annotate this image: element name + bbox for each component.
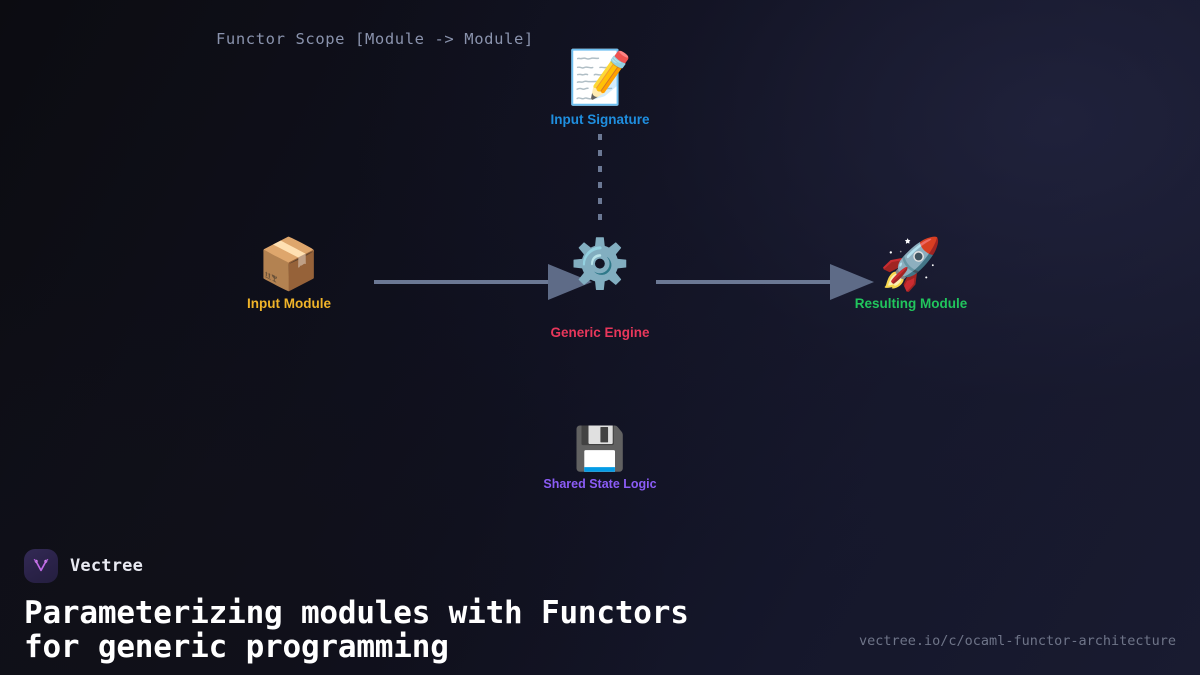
node-input-module[interactable]: 📦 Input Module xyxy=(189,239,389,312)
node-generic-engine-label: Generic Engine xyxy=(550,325,650,340)
vectree-logo-icon xyxy=(24,549,58,583)
package-box-icon: 📦 xyxy=(257,235,321,293)
node-input-signature-label: Input Signature xyxy=(550,112,650,127)
headline: Parameterizing modules with Functors for… xyxy=(24,596,689,664)
node-shared-state-logic[interactable]: 💾 Shared State Logic xyxy=(500,428,700,492)
functor-scope-title: Functor Scope [Module -> Module] xyxy=(216,30,534,48)
node-generic-engine[interactable]: ⚙️ Generic Engine xyxy=(500,240,700,341)
edge-engine-to-resulting-module xyxy=(656,264,874,300)
brand-name: Vectree xyxy=(70,556,144,576)
footer-url: vectree.io/c/ocaml-functor-architecture xyxy=(859,633,1176,649)
brand-row[interactable]: Vectree xyxy=(24,549,143,583)
node-input-signature[interactable]: 📝 Input Signature xyxy=(500,52,700,128)
rocket-icon: 🚀 xyxy=(879,235,943,293)
node-resulting-module-label: Resulting Module xyxy=(854,296,968,311)
headline-line-2: for generic programming xyxy=(24,629,449,665)
footer: Vectree Parameterizing modules with Func… xyxy=(0,520,1200,675)
floppy-disk-icon: 💾 xyxy=(573,424,627,473)
gear-icon: ⚙️ xyxy=(570,236,630,292)
edge-input-module-to-engine xyxy=(374,264,592,300)
headline-line-1: Parameterizing modules with Functors xyxy=(24,595,689,631)
memo-icon: 📝 xyxy=(567,48,633,108)
node-resulting-module[interactable]: 🚀 Resulting Module xyxy=(811,239,1011,312)
node-input-module-label: Input Module xyxy=(247,296,331,311)
node-shared-state-logic-label: Shared State Logic xyxy=(543,477,657,491)
